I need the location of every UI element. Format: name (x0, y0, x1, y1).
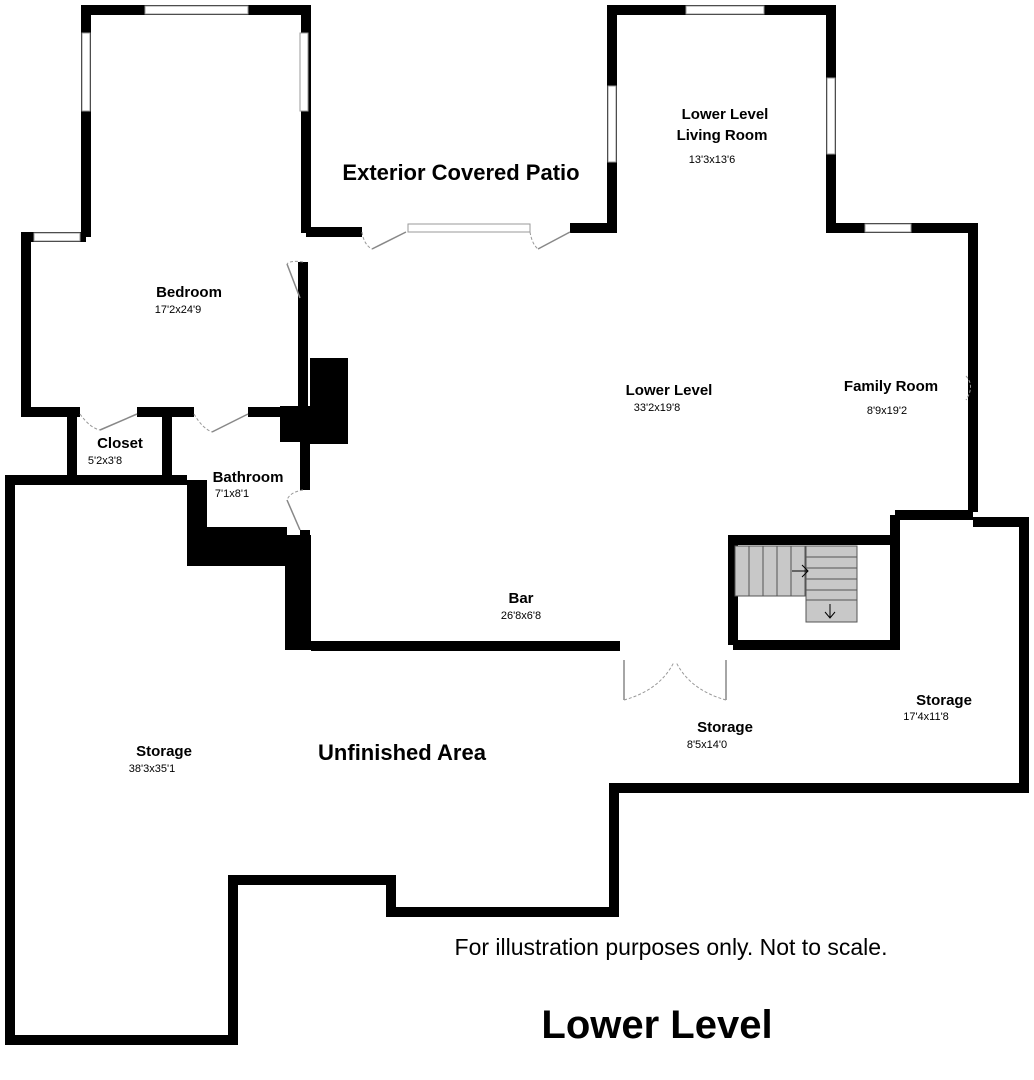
door-swing (623, 661, 675, 701)
room-dimensions-closet: 5'2x3'8 (88, 455, 122, 467)
door-swing (361, 231, 373, 250)
bath-door-top (211, 413, 249, 433)
bedroom-wall (21, 5, 311, 417)
closet-door (99, 413, 138, 431)
window (81, 32, 91, 112)
stair-down-arrow-icon (824, 604, 836, 619)
room-dimensions-storage-large: 38'3x35'1 (129, 763, 175, 775)
stair-run (805, 545, 858, 623)
windows (33, 5, 912, 242)
patio-door-left (371, 231, 407, 250)
window (144, 5, 249, 15)
disclaimer-note: For illustration purposes only. Not to s… (455, 934, 888, 960)
door-swing (529, 231, 539, 250)
solid-wall-blocks (187, 358, 348, 650)
door-swing (675, 661, 727, 701)
window (864, 223, 912, 233)
room-dimensions-family-room: 8'9x19'2 (867, 405, 907, 417)
bedroom-door (286, 263, 301, 299)
door-swing (965, 375, 971, 401)
area-label-unfinished: Unfinished Area (318, 740, 487, 765)
room-name-bar: Bar (508, 590, 533, 607)
door-swing (193, 413, 213, 433)
room-name-family-room: Family Room (844, 378, 938, 395)
chimney-block (310, 358, 348, 444)
room-dimensions-bar: 26'8x6'8 (501, 610, 541, 622)
door-swing (79, 413, 101, 431)
window (299, 32, 309, 112)
room-name-living-room-line1: Lower Level (682, 106, 769, 123)
room-dimensions-living-room: 13'3x13'6 (689, 154, 735, 166)
room-dimensions-bedroom: 17'2x24'9 (155, 304, 201, 316)
patio-wall (306, 5, 978, 512)
stair-enclosure-wall (728, 510, 973, 650)
window (33, 232, 81, 242)
room-name-bathroom: Bathroom (213, 469, 284, 486)
room-name-storage-right: Storage (916, 692, 972, 709)
room-name-bedroom: Bedroom (156, 284, 222, 301)
door-swing (286, 260, 304, 265)
plan-title: Lower Level (541, 1003, 772, 1047)
doors (79, 231, 971, 701)
patio-door-right (537, 231, 571, 250)
mechanical-block-bottom (187, 527, 287, 566)
room-name-lower-level: Lower Level (626, 382, 713, 399)
stair-direction-arrow-icon (792, 564, 809, 578)
area-labels: Exterior Covered Patio Unfinished Area (318, 160, 580, 765)
door-swing (286, 489, 304, 501)
window (685, 5, 765, 15)
window (607, 85, 617, 163)
room-name-closet: Closet (97, 435, 143, 452)
room-dimensions-storage-right: 17'4x11'8 (903, 711, 949, 723)
room-dimensions-lower-level: 33'2x19'8 (634, 402, 680, 414)
walls (5, 5, 1029, 1045)
closet-wall (67, 412, 310, 650)
window (826, 77, 836, 155)
staircase (734, 545, 858, 623)
room-name-storage-large: Storage (136, 743, 192, 760)
room-dimensions-storage-mid: 8'5x14'0 (687, 739, 727, 751)
room-name-living-room-line2: Living Room (677, 127, 768, 144)
area-label-patio: Exterior Covered Patio (342, 160, 579, 185)
room-labels: Bedroom 17'2x24'9 Closet 5'2x3'8 Bathroo… (88, 106, 972, 775)
bathroom-door (286, 499, 301, 531)
right-storage-wall (5, 475, 1029, 1045)
room-dimensions-bathroom: 7'1x8'1 (215, 488, 249, 500)
window (407, 223, 531, 233)
room-name-storage-mid: Storage (697, 719, 753, 736)
